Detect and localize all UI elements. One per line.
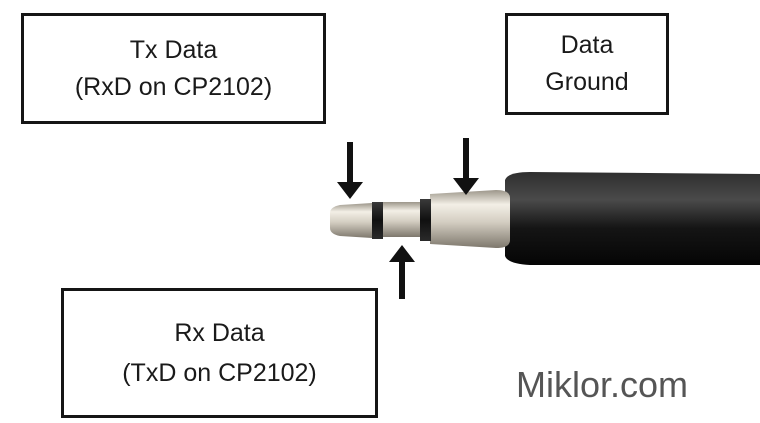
up-arrow-icon [389,245,415,299]
data-ground-label-box: Data Ground [505,13,669,115]
insulator-ring-2 [420,199,431,241]
watermark-text: Miklor.com [516,364,689,405]
plug-ring [383,202,425,237]
plug-sleeve [430,190,510,248]
tx-data-label: Tx Data [129,35,218,64]
tx-data-sublabel: (RxD on CP2102) [74,72,273,101]
down-arrow-icon [337,142,363,199]
rx-data-label: Rx Data [174,319,265,347]
tx-data-label-box: Tx Data (RxD on CP2102) [21,13,326,124]
down-arrow-icon [453,138,479,195]
rx-data-sublabel: (TxD on CP2102) [122,359,317,387]
data-ground-label-line2: Ground [545,68,629,96]
data-ground-label-line1: Data [560,31,614,59]
insulator-ring-1 [372,202,383,239]
plug-tip [330,203,372,238]
cable-overmold [505,172,760,265]
rx-data-label-box: Rx Data (TxD on CP2102) [61,288,378,418]
